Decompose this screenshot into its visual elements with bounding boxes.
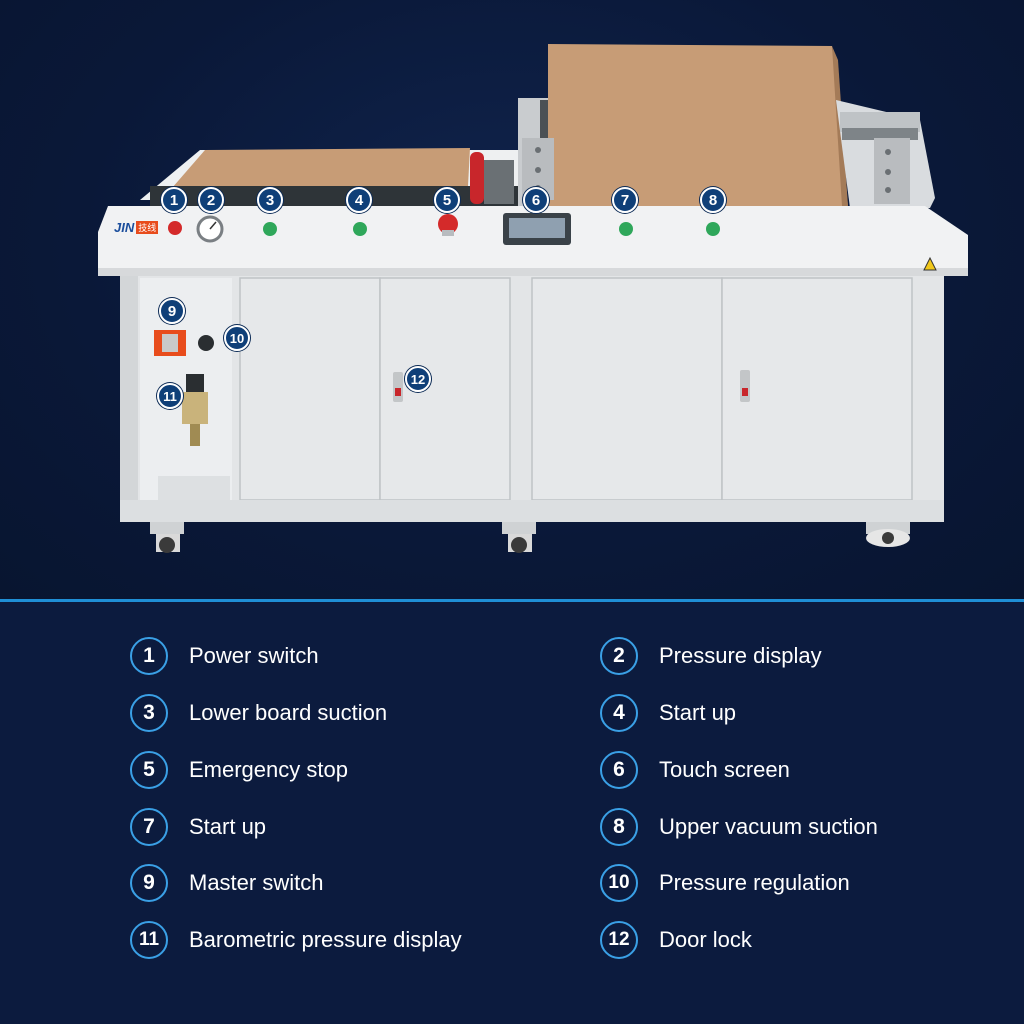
callout-7: 7 (612, 187, 638, 213)
legend-label: Start up (189, 814, 267, 839)
legend-number: 6 (600, 751, 638, 789)
legend-label: Power switch (189, 643, 319, 668)
legend-item-7: 7 Start up (130, 805, 266, 849)
legend-number: 12 (600, 921, 638, 959)
legend-label: Start up (659, 700, 737, 725)
legend-label: Master switch (189, 870, 324, 895)
lower-board (172, 148, 470, 188)
door-lock-left (393, 372, 403, 402)
door-lock-right (740, 370, 750, 402)
power-switch-button (168, 221, 182, 235)
legend-number: 9 (130, 864, 168, 902)
legend-label: Emergency stop (189, 757, 348, 782)
callout-3: 3 (257, 187, 283, 213)
right-post (874, 138, 910, 204)
legend-number: 2 (600, 637, 638, 675)
callout-12: 12 (405, 366, 431, 392)
legend-number: 8 (600, 808, 638, 846)
legend-number: 10 (600, 864, 638, 902)
callout-10: 10 (224, 325, 250, 351)
legend-item-3: 3 Lower board suction (130, 691, 387, 735)
legend-item-10: 10 Pressure regulation (600, 861, 850, 905)
legend-number: 7 (130, 808, 168, 846)
legend-label: Touch screen (659, 757, 790, 782)
callout-5: 5 (434, 187, 460, 213)
legend-item-11: 11 Barometric pressure display (130, 918, 462, 962)
warning-sticker (923, 256, 937, 271)
legend-label: Upper vacuum suction (659, 814, 878, 839)
legend-label: Door lock (659, 927, 752, 952)
legend-label: Lower board suction (189, 700, 388, 725)
caster-middle (502, 522, 536, 553)
caster-left (150, 522, 184, 553)
legend-item-9: 9 Master switch (130, 861, 323, 905)
legend-number: 1 (130, 637, 168, 675)
start-button-right (619, 222, 633, 236)
callout-1: 1 (161, 187, 187, 213)
start-button-left (353, 222, 367, 236)
legend: 1 Power switch 3 Lower board suction 5 E… (0, 602, 1024, 1024)
legend-item-2: 2 Pressure display (600, 634, 822, 678)
legend-number: 3 (130, 694, 168, 732)
legend-label: Pressure display (659, 643, 822, 668)
callout-4: 4 (346, 187, 372, 213)
legend-item-5: 5 Emergency stop (130, 748, 348, 792)
legend-item-8: 8 Upper vacuum suction (600, 805, 878, 849)
legend-number: 4 (600, 694, 638, 732)
brand-logo-text: JIN (114, 220, 135, 235)
legend-item-6: 6 Touch screen (600, 748, 790, 792)
legend-label: Pressure regulation (659, 870, 850, 895)
brand-logo-badge: 技线 (136, 221, 159, 234)
legend-number: 5 (130, 751, 168, 789)
legend-item-1: 1 Power switch (130, 634, 319, 678)
legend-item-12: 12 Door lock (600, 918, 752, 962)
callout-8: 8 (700, 187, 726, 213)
machine-illustration (98, 44, 968, 553)
legend-label: Barometric pressure display (189, 927, 462, 952)
red-roller (470, 152, 484, 204)
callout-11: 11 (157, 383, 183, 409)
callout-2: 2 (198, 187, 224, 213)
upper-suction-button (706, 222, 720, 236)
door-1 (239, 277, 381, 501)
door-3 (531, 277, 723, 501)
emergency-stop-button (438, 214, 458, 234)
lower-suction-button (263, 222, 277, 236)
legend-item-4: 4 Start up (600, 691, 736, 735)
photo-area: JIN 技线 1 2 3 4 5 6 7 8 9 10 11 12 (0, 0, 1024, 600)
door-4 (721, 277, 913, 501)
callout-6: 6 (523, 187, 549, 213)
caster-right (866, 522, 910, 547)
upper-board (548, 44, 848, 206)
brand-logo: JIN 技线 (114, 220, 159, 235)
section-divider (0, 599, 1024, 602)
legend-number: 11 (130, 921, 168, 959)
callout-9: 9 (159, 298, 185, 324)
